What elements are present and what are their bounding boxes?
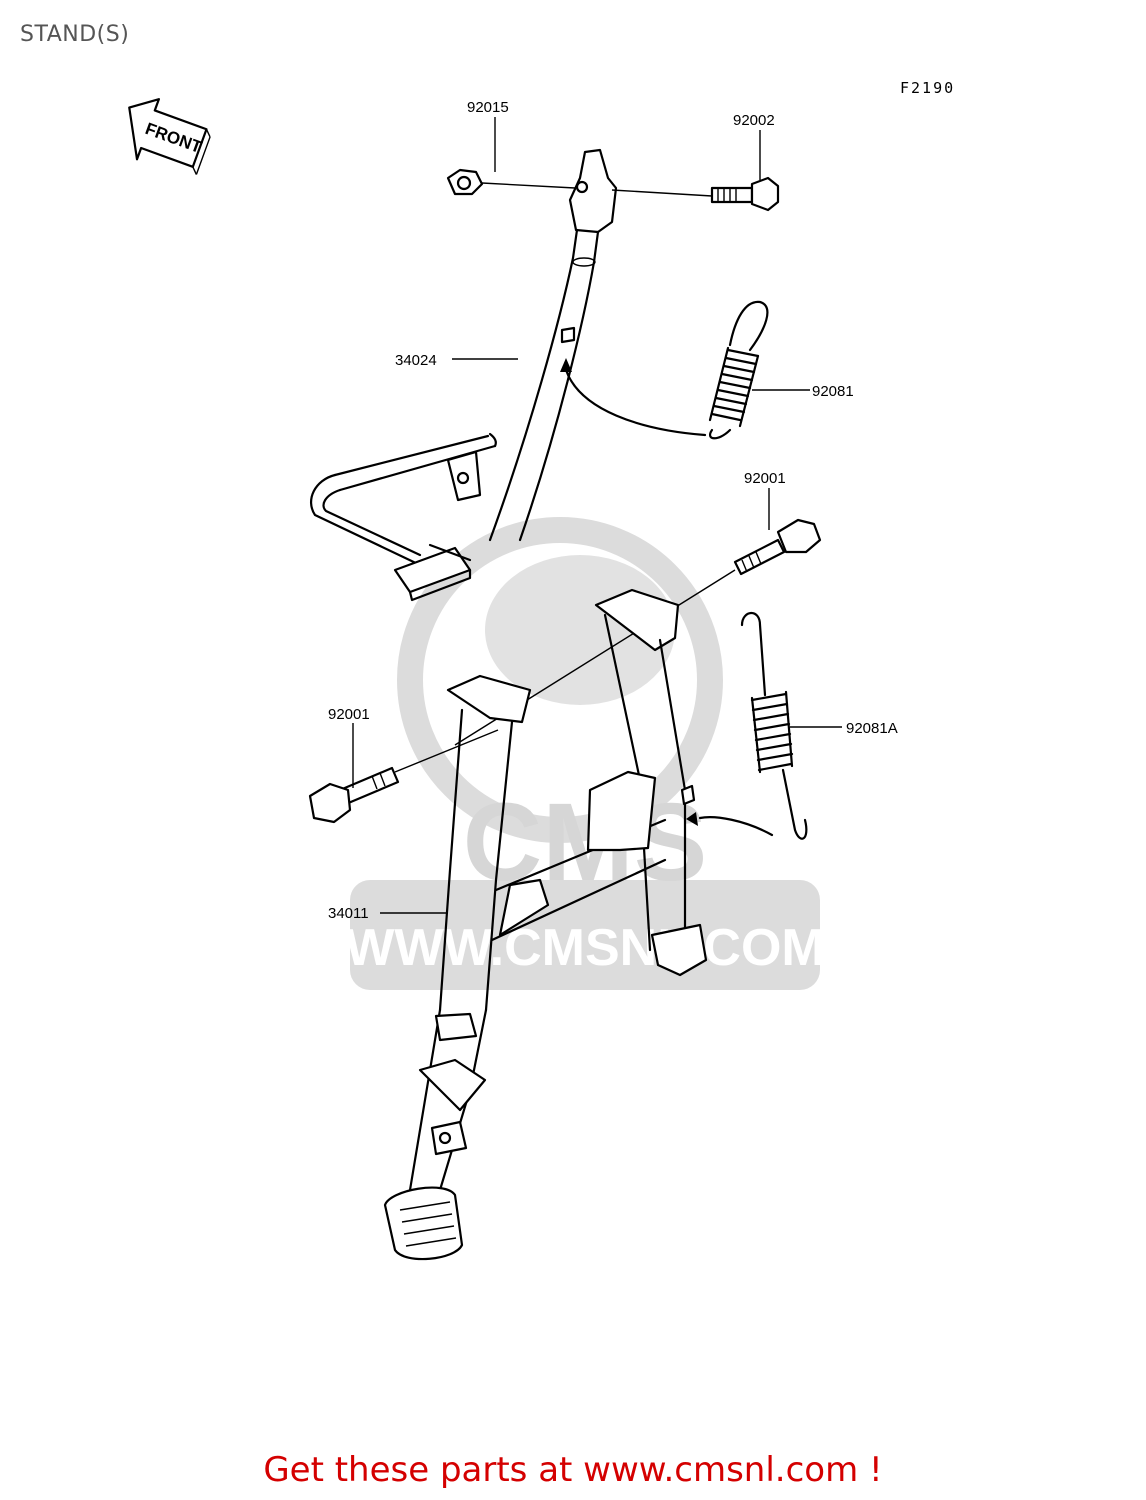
spring-92081-icon: [560, 300, 769, 440]
nut-92015-icon: [446, 168, 576, 196]
part-label-92001-top: 92001: [744, 470, 786, 487]
side-stand-34024: [309, 148, 618, 602]
part-label-92002: 92002: [733, 112, 775, 129]
parts-diagram: CMS WWW.CMSNL.COM F2190 FRONT: [128, 79, 955, 1261]
get-parts-link[interactable]: Get these parts at www.cmsnl.com !: [263, 1450, 883, 1490]
bolt-92001-top-icon: [454, 518, 822, 746]
bolt-92002-icon: [611, 176, 780, 212]
figure-code: F2190: [900, 79, 955, 97]
spring-92081A-icon: [686, 611, 808, 840]
part-label-34011: 34011: [328, 905, 369, 922]
bolt-92001-left-icon: [308, 729, 499, 824]
page-title: STAND(S): [20, 22, 130, 47]
front-direction-arrow-icon: FRONT: [128, 98, 211, 175]
part-label-92081A: 92081A: [846, 720, 898, 737]
part-label-92015: 92015: [467, 99, 509, 116]
part-label-92081: 92081: [812, 383, 854, 400]
part-label-34024: 34024: [395, 352, 437, 369]
leader-lines: [352, 117, 842, 914]
part-label-92001-left: 92001: [328, 706, 370, 723]
watermark-url: WWW.CMSNL.COM: [345, 919, 824, 977]
center-stand-34011: [383, 588, 708, 1261]
